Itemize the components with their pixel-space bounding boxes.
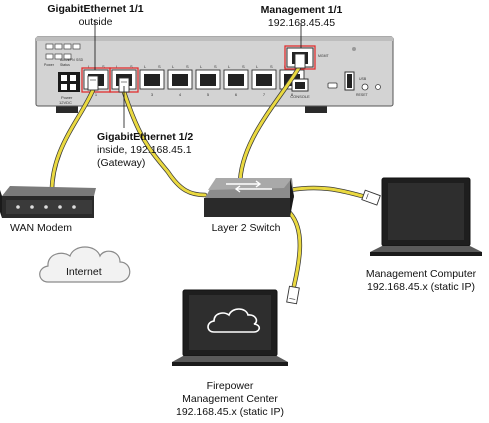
port-ls-label: S <box>102 64 105 69</box>
mgmt-port-label: MGMT <box>318 54 330 58</box>
cable-switch-to-computer <box>288 186 364 198</box>
ethernet-port <box>223 69 249 90</box>
cable-mgmt-to-switch <box>238 64 302 187</box>
port-ls-label: S <box>186 64 189 69</box>
port-number: 4 <box>179 92 182 97</box>
wan-modem-label: WAN Modem <box>10 222 73 234</box>
internet-cloud-icon <box>39 246 131 283</box>
cloud-icon <box>207 308 261 333</box>
layer2-switch-icon <box>204 178 294 217</box>
port-ls-label: L <box>256 64 259 69</box>
wan-modem <box>0 186 96 218</box>
power-rating-label: 12VDC <box>59 100 72 105</box>
port-number: 6 <box>235 92 238 97</box>
console-label: CONSOLE <box>290 94 310 99</box>
port-number: 1 <box>95 92 98 97</box>
cables <box>50 64 364 288</box>
port-number: 5 <box>207 92 210 97</box>
fmc-label-line3: 192.168.45.x (static IP) <box>176 406 284 418</box>
ethernet-port <box>195 69 221 90</box>
cable-inside-to-switch <box>122 90 207 197</box>
led-label-status: Status <box>60 63 70 67</box>
management-computer-icon <box>370 177 482 256</box>
ethernet-port <box>167 69 193 90</box>
status-leds <box>45 43 81 60</box>
cable-plug-ends <box>87 53 381 305</box>
port-ls-label: S <box>270 64 273 69</box>
mgmt-computer-label: Management Computer <box>365 268 477 280</box>
ethernet-port <box>251 69 277 90</box>
gig12-gateway: (Gateway) <box>97 157 146 169</box>
gig11-subtitle: outside <box>78 16 113 28</box>
port-ls-label: L <box>144 64 147 69</box>
port-ls-label: S <box>158 64 161 69</box>
port-ls-label: L <box>88 64 91 69</box>
label-leader-lines <box>94 20 302 128</box>
cable-switch-to-fmc <box>288 211 302 288</box>
fmc-label-line1: Firepower <box>206 380 254 392</box>
port-ls-label: L <box>200 64 203 69</box>
port-ls-label: S <box>130 64 133 69</box>
ethernet-port <box>139 69 165 90</box>
firepower-management-center-icon <box>172 289 288 366</box>
port-number: 8 <box>291 92 294 97</box>
led-label-active: Active <box>60 58 70 62</box>
port-ls-label: S <box>242 64 245 69</box>
port-ls-label: L <box>116 64 119 69</box>
mgmt-title: Management 1/1 <box>260 4 343 16</box>
port-ls-label: S <box>214 64 217 69</box>
port-ls-label: L <box>228 64 231 69</box>
gig12-title: GigabitEthernet 1/2 <box>97 131 194 143</box>
reset-label: RESET <box>356 93 369 97</box>
mgmt-computer-ip: 192.168.45.x (static IP) <box>367 281 475 293</box>
port-number: 7 <box>263 92 266 97</box>
led-label-power: Power <box>44 63 55 67</box>
mgmt-ip: 192.168.45.45 <box>267 17 336 29</box>
led-label-vpn: vPN <box>68 58 75 62</box>
switch-label: Layer 2 Switch <box>211 222 281 234</box>
power-connector <box>58 72 80 92</box>
power-label: Power <box>61 95 73 100</box>
usb-label: USB <box>359 77 367 81</box>
port-number: 3 <box>151 92 154 97</box>
cable-outside-to-modem <box>50 88 95 198</box>
gig11-title: GigabitEthernet 1/1 <box>47 3 144 15</box>
port-ls-label: L <box>172 64 175 69</box>
gig12-inside-ip: inside, 192.168.45.1 <box>97 144 192 156</box>
led-label-ssd: SSD <box>76 58 84 62</box>
fmc-label-line2: Management Center <box>182 393 278 405</box>
internet-label: Internet <box>66 266 102 278</box>
